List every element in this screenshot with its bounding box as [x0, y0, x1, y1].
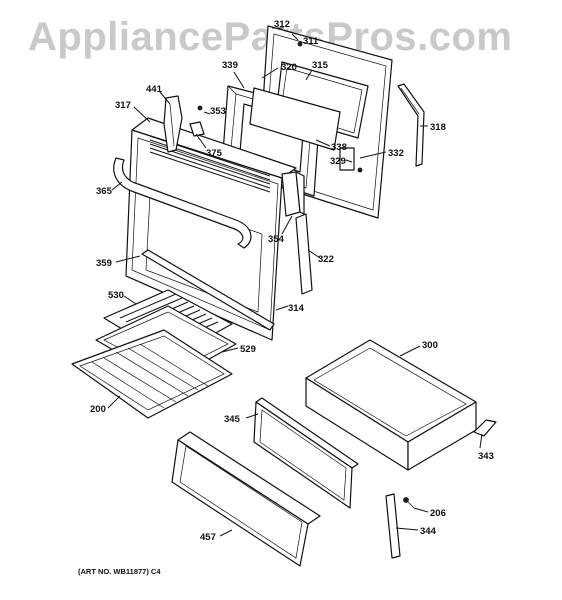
label-300: 300 [422, 340, 438, 351]
label-322: 322 [318, 254, 334, 265]
label-200: 200 [90, 404, 106, 415]
label-338: 338 [331, 142, 347, 153]
label-312: 312 [274, 19, 290, 30]
screw-353 [197, 105, 203, 111]
label-345: 345 [224, 414, 241, 425]
label-344: 344 [420, 526, 437, 537]
label-354: 354 [268, 234, 285, 245]
oven-rack [71, 329, 233, 419]
callout-leaders [107, 27, 483, 537]
oven-door-handle [113, 157, 252, 249]
label-206: 206 [430, 508, 446, 519]
art-number: (ART NO. WB11877) C4 [78, 567, 161, 576]
label-441: 441 [146, 84, 163, 95]
drawer-front-panel-345 [253, 397, 359, 509]
label-311: 311 [303, 36, 319, 47]
label-353: 353 [210, 106, 226, 117]
label-318: 318 [430, 122, 446, 133]
drawer-rail-344 [385, 493, 401, 559]
label-314: 314 [288, 303, 305, 314]
label-317: 317 [115, 100, 131, 111]
callout-labels: 312 311 339 320 315 441 317 353 375 318 … [90, 19, 494, 543]
door-side-post-322 [295, 213, 313, 295]
drawer-glide-343 [473, 419, 497, 437]
door-side-trim [397, 83, 425, 167]
drawer-front-457 [171, 431, 321, 567]
clip-375 [189, 121, 205, 137]
label-359: 359 [96, 258, 112, 269]
label-529: 529 [240, 344, 256, 355]
label-343: 343 [478, 451, 494, 462]
label-329: 329 [330, 156, 346, 167]
label-457: 457 [200, 532, 216, 543]
storage-drawer-body [305, 339, 477, 471]
label-315: 315 [312, 60, 329, 71]
label-530: 530 [108, 290, 124, 301]
label-339: 339 [222, 60, 238, 71]
label-375: 375 [206, 148, 223, 159]
label-332: 332 [388, 148, 404, 159]
label-320: 320 [281, 62, 297, 73]
door-bottom-trim-359 [141, 249, 275, 331]
label-365: 365 [96, 186, 113, 197]
screw-206 [403, 497, 415, 509]
door-hinge-354 [281, 171, 305, 217]
door-insulation-panel [249, 87, 341, 151]
hinge-bracket-441 [163, 95, 183, 153]
